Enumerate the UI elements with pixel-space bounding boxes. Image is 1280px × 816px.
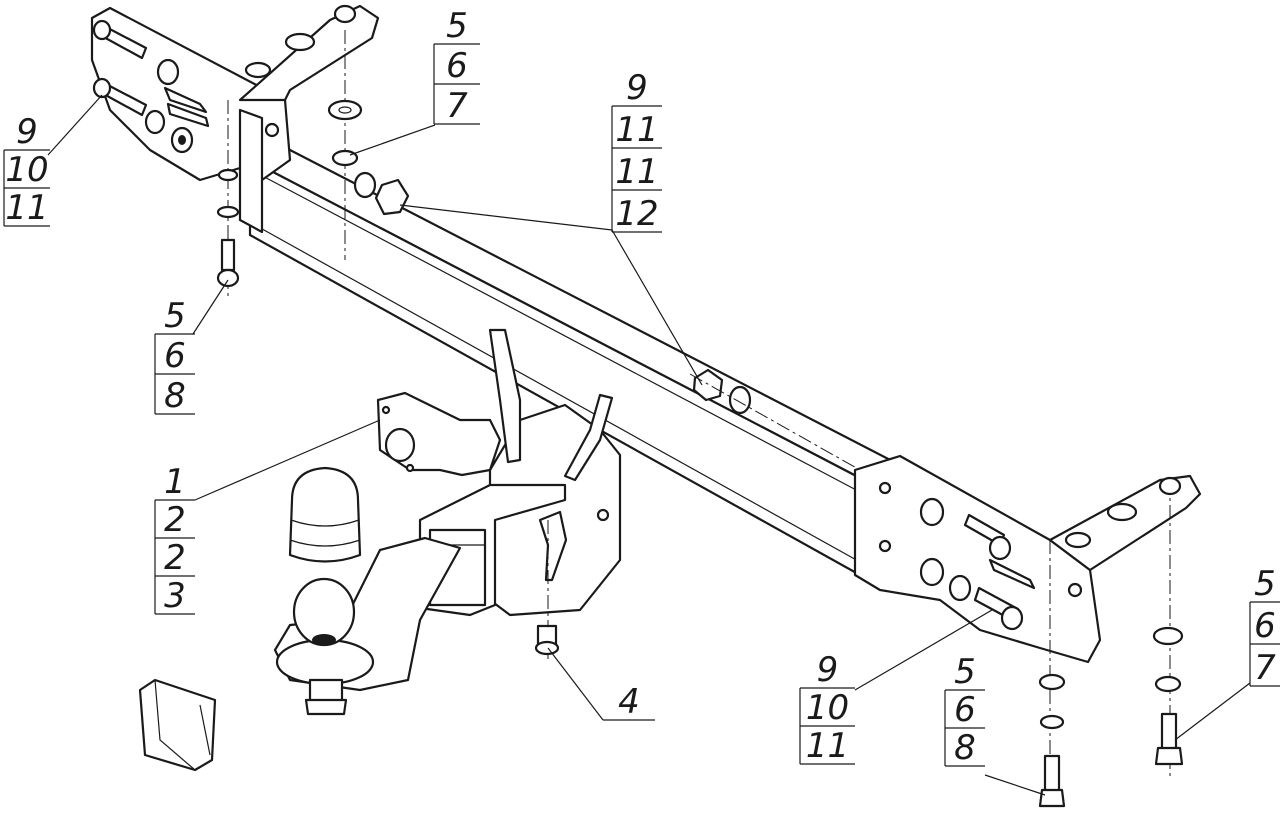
callout-number: 8 bbox=[164, 376, 186, 416]
callout-number: 11 bbox=[615, 152, 658, 192]
callout-number: 6 bbox=[1254, 606, 1276, 646]
callout-number: 9 bbox=[16, 112, 38, 152]
callout-number: 5 bbox=[954, 652, 976, 692]
callout-number: 2 bbox=[164, 538, 186, 578]
left-bolt-stack bbox=[216, 100, 240, 300]
hitch-receiver bbox=[418, 328, 622, 617]
callout-number: 3 bbox=[164, 576, 186, 616]
callout-number: 1 bbox=[164, 462, 186, 502]
leader-lines bbox=[47, 94, 1251, 796]
callout-number: 12 bbox=[615, 194, 658, 234]
callout-number: 7 bbox=[446, 86, 468, 126]
callout-number: 5 bbox=[446, 6, 468, 46]
callout-ml: 568 bbox=[154, 296, 195, 416]
ball-mount bbox=[273, 536, 462, 716]
callout-bm: 568 bbox=[944, 652, 985, 768]
callout-number: 10 bbox=[806, 688, 849, 728]
tow-ball bbox=[292, 577, 356, 647]
callout-rr: 567 bbox=[1249, 564, 1280, 688]
callout-number: 2 bbox=[164, 500, 186, 540]
socket-bracket bbox=[376, 391, 502, 477]
right-bolt-stacks bbox=[1038, 476, 1184, 808]
callout-number: 5 bbox=[164, 296, 186, 336]
callout-number: 6 bbox=[954, 690, 976, 730]
callout-number: 4 bbox=[618, 682, 640, 722]
callout-number: 10 bbox=[5, 150, 48, 190]
callout-number: 5 bbox=[1254, 564, 1276, 604]
callout-number: 11 bbox=[5, 188, 48, 228]
callout-number: 11 bbox=[806, 726, 849, 766]
right-bracket bbox=[853, 454, 1202, 664]
ball-cover bbox=[288, 466, 362, 563]
callout-number: 6 bbox=[446, 46, 468, 86]
beam-center-nuts bbox=[689, 368, 861, 471]
hitch-pin bbox=[534, 510, 568, 660]
callout-b4: 4 bbox=[603, 682, 655, 722]
callout-number: 8 bbox=[954, 728, 976, 768]
receiver-end-cap bbox=[138, 678, 217, 772]
callout-number: 9 bbox=[817, 650, 839, 690]
callout-tc: 567 bbox=[433, 6, 480, 126]
callout-number: 9 bbox=[626, 68, 648, 108]
callout-number: 11 bbox=[615, 110, 658, 150]
callout-number: 7 bbox=[1254, 648, 1276, 688]
callout-number: 6 bbox=[164, 336, 186, 376]
left-bracket-bolts bbox=[92, 19, 194, 154]
